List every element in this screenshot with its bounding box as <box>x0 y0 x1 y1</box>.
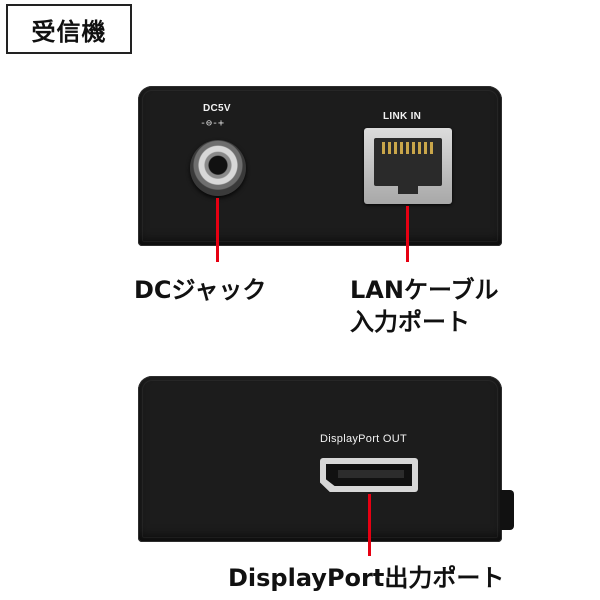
dp-out-callout: DisplayPort出力ポート <box>228 564 505 592</box>
dc-jack-icon <box>190 140 246 196</box>
dc-jack-callout: DCジャック <box>134 276 267 304</box>
dc-polarity-symbol: -⊖-+ <box>200 118 225 129</box>
lan-leader-line <box>406 206 409 262</box>
lan-label: LINK IN <box>383 111 422 122</box>
rj45-notch <box>398 184 418 194</box>
displayport-tongue <box>338 470 404 478</box>
rj45-pins <box>382 142 434 154</box>
dp-leader-line <box>368 494 371 556</box>
dc-label: DC5V <box>203 103 231 114</box>
rj45-socket <box>374 138 442 194</box>
dc-leader-line <box>216 198 219 262</box>
dp-label: DisplayPort OUT <box>320 433 408 445</box>
side-mount-tab <box>500 490 514 530</box>
lan-callout-line2: 入力ポート <box>350 308 470 336</box>
rj45-port-icon <box>364 128 452 204</box>
lan-callout-line1: LANケーブル <box>350 276 499 304</box>
page-title: 受信機 <box>6 4 132 54</box>
